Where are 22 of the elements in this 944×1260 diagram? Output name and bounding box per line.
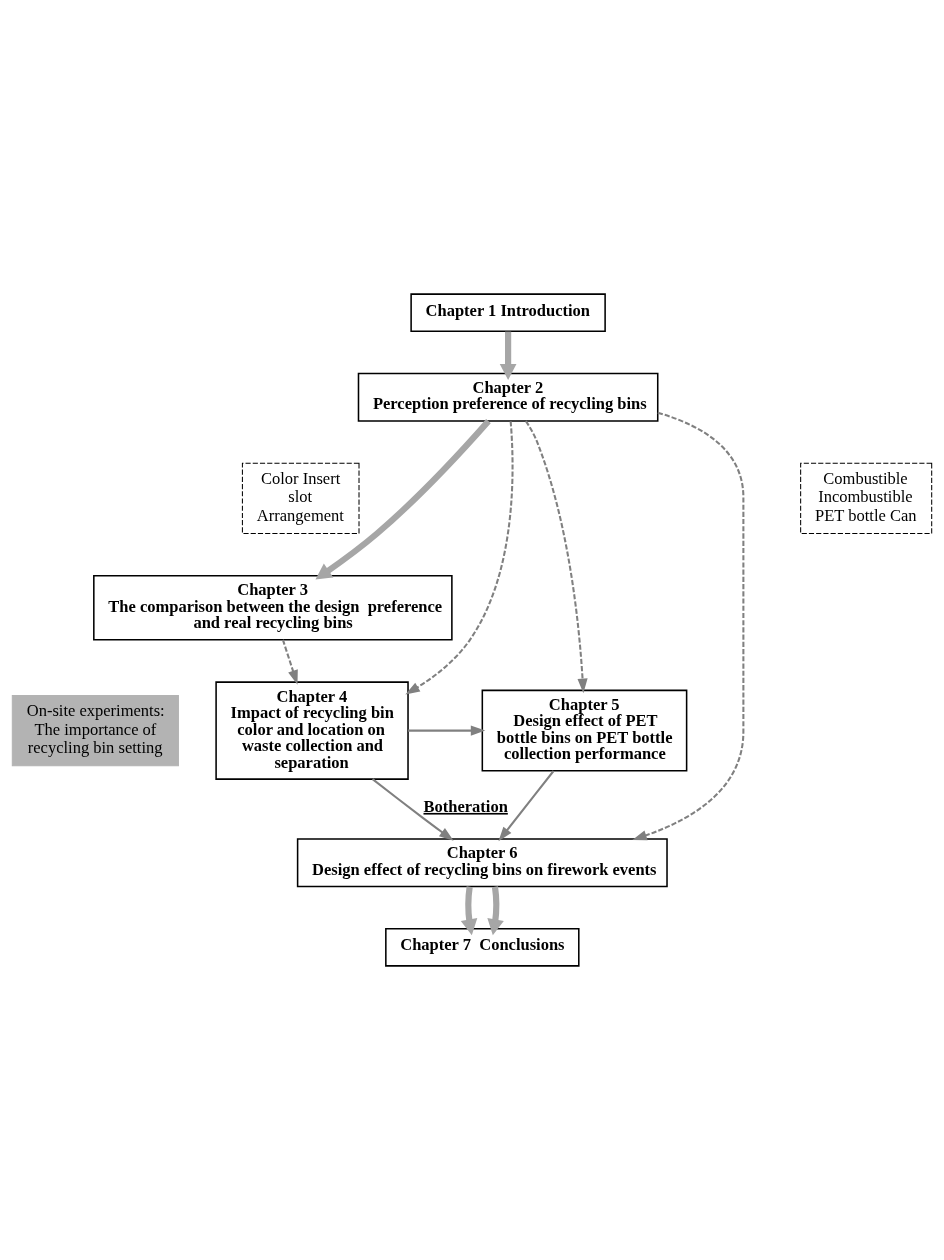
arrow xyxy=(281,639,298,685)
node-box: Chapter 2 Perception preference of recycling bins xyxy=(357,372,659,422)
node-box: Combustible Incombustible PET bottle Can xyxy=(800,462,933,535)
node-box: Chapter 4 Impact of recycling bin color and location on waste collection and separation xyxy=(215,681,409,780)
node-box: Chapter 6 Design effect of recycling bins on firework events xyxy=(296,838,668,888)
arrow xyxy=(460,886,478,936)
arrow xyxy=(315,419,491,580)
node-box: Chapter 3 The comparison between the design preference and real recycling bins xyxy=(93,575,453,641)
arrow xyxy=(632,411,745,841)
arrow xyxy=(408,725,486,736)
arrow xyxy=(499,331,517,380)
node-box: Chapter 7 Conclusions xyxy=(385,927,580,967)
node-box: Chapter 1 Introduction xyxy=(410,293,606,333)
node-box: On-site experiments: The importance of recycling bin setting xyxy=(11,695,179,767)
arrow xyxy=(525,420,588,694)
arrow xyxy=(371,778,454,841)
edge-label: Botheration xyxy=(423,796,508,816)
arrow xyxy=(498,770,555,842)
arrow xyxy=(487,886,504,936)
arrow xyxy=(405,421,514,695)
node-box: Chapter 5 Design effect of PET bottle bins on PET bottle collection performance xyxy=(481,689,688,772)
node-box: Color Insert slot Arrangement xyxy=(241,462,360,535)
